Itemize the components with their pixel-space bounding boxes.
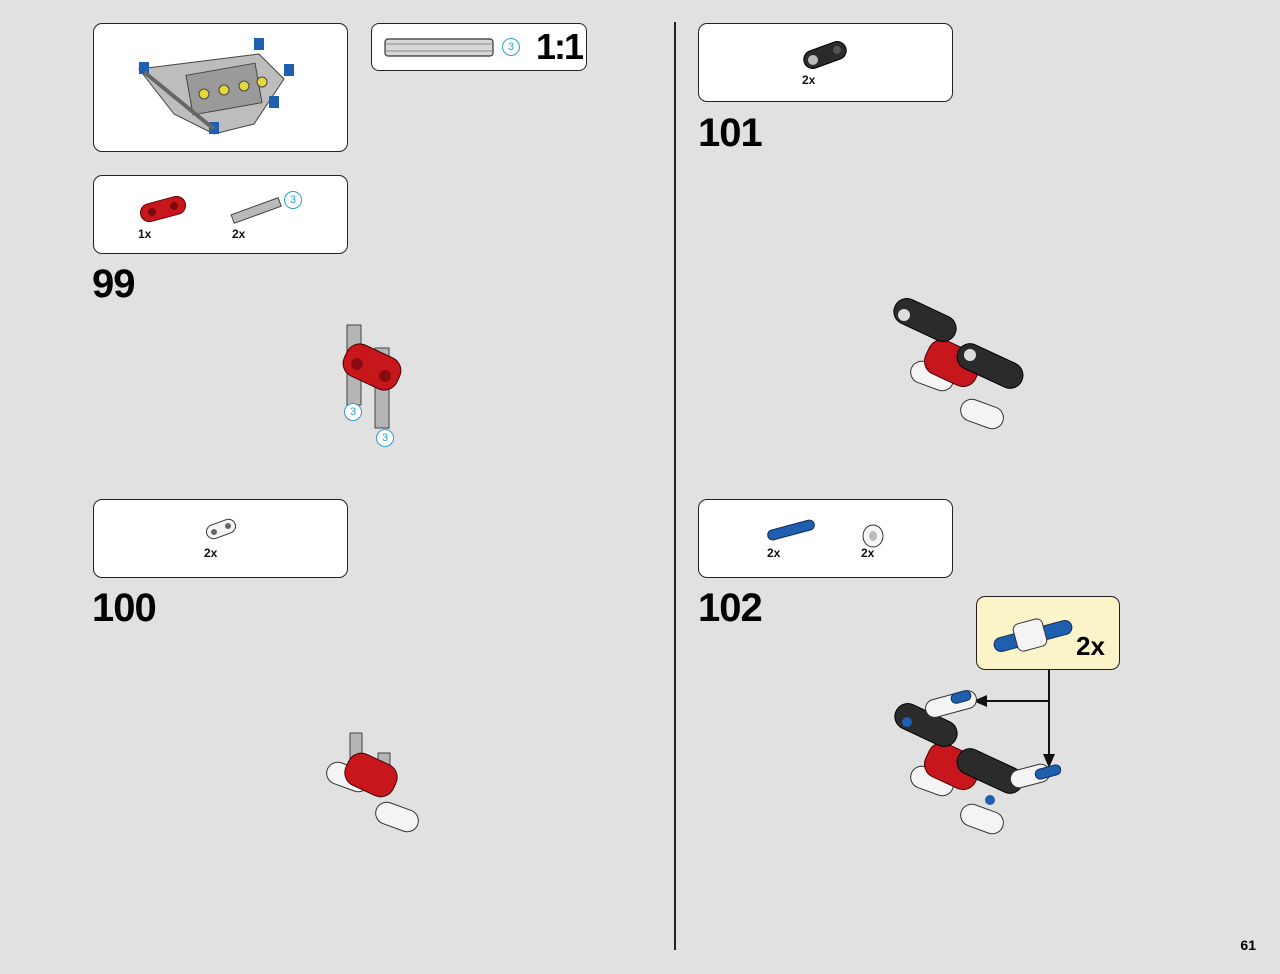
parts-box-step-100: 2x (93, 499, 348, 578)
parts-box-step-102: 2x 2x (698, 499, 953, 578)
subassembly-preview-box (93, 23, 348, 152)
black-connector-icon (803, 41, 847, 69)
red-connector-qty: 1x (138, 227, 152, 241)
white-bush-qty: 2x (861, 546, 875, 560)
parts-box-step-99: 1x 3 2x (93, 175, 348, 254)
page-number: 61 (1240, 937, 1256, 953)
step-102-illustration (894, 670, 1062, 835)
black-connector-qty: 2x (802, 73, 816, 87)
step-number-101: 101 (698, 111, 763, 155)
scale-label: 1:1 (536, 26, 584, 67)
step-number-102: 102 (698, 586, 763, 630)
column-divider (674, 22, 676, 950)
step-number-99: 99 (92, 262, 135, 306)
parts-box-step-101: 2x (698, 23, 953, 102)
white-bush-icon (862, 524, 884, 548)
step-100-illustration (326, 732, 419, 833)
axle-3-length-badge: 3 (284, 191, 302, 209)
subassembly-callout: 2x (976, 596, 1120, 670)
axle-3-icon (230, 197, 282, 224)
blue-pin-with-bush-icon (993, 618, 1073, 653)
axle-3-qty: 2x (232, 227, 246, 241)
axle-length-callout-1: 3 (344, 403, 362, 421)
blue-pin-icon (767, 519, 815, 541)
axle-length-badge: 3 (502, 38, 520, 56)
axle-scale-box: 3 1:1 (371, 23, 587, 71)
subassembly-preview-image (138, 38, 294, 135)
subassembly-qty: 2x (1076, 631, 1105, 661)
step-101-illustration (893, 298, 1024, 430)
white-connector-qty: 2x (204, 546, 218, 560)
blue-pin-qty: 2x (767, 546, 781, 560)
white-connector-icon (205, 518, 237, 540)
step-number-100: 100 (92, 586, 157, 630)
red-connector-icon (139, 195, 187, 223)
axle-length-callout-2: 3 (376, 429, 394, 447)
step-99-illustration (342, 324, 402, 429)
axle-scale-image (384, 38, 494, 57)
